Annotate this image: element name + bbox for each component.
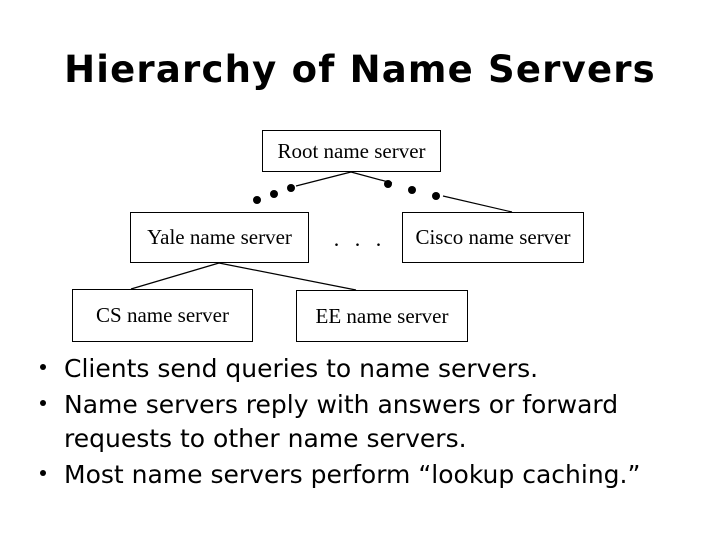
- node-cs-name-server[interactable]: CS name server: [72, 289, 253, 342]
- name-server-hierarchy-diagram: Root name server Yale name server . . . …: [72, 130, 584, 342]
- level2-ellipsis: . . .: [333, 226, 387, 251]
- bullet-point-icon: [40, 470, 46, 476]
- edge-ellipsis-dot-left-2: [270, 190, 278, 198]
- bullet-point-icon: [40, 364, 46, 370]
- bullet-list: Clients send queries to name servers. Na…: [28, 352, 692, 494]
- list-item: Clients send queries to name servers.: [28, 352, 692, 386]
- list-item: Most name servers perform “lookup cachin…: [28, 458, 692, 492]
- node-ee-name-server[interactable]: EE name server: [296, 290, 468, 342]
- edge-ellipsis-dot-right-3: [432, 192, 440, 200]
- bullet-point-icon: [40, 400, 46, 406]
- node-root-name-server[interactable]: Root name server: [262, 130, 441, 172]
- bullet-text: Name servers reply with answers or forwa…: [64, 390, 619, 453]
- list-item: Name servers reply with answers or forwa…: [28, 388, 692, 456]
- edge-ellipsis-dot-right-2: [408, 186, 416, 194]
- edge-ellipsis-dot-right-1: [384, 180, 392, 188]
- bullet-text: Most name servers perform “lookup cachin…: [64, 460, 641, 489]
- bullet-text: Clients send queries to name servers.: [64, 354, 539, 383]
- node-cisco-name-server[interactable]: Cisco name server: [402, 212, 584, 263]
- edge-ellipsis-dot-left-1: [253, 196, 261, 204]
- page-title: Hierarchy of Name Servers: [64, 48, 656, 91]
- edge-ellipsis-dot-left-3: [287, 184, 295, 192]
- node-yale-name-server[interactable]: Yale name server: [130, 212, 309, 263]
